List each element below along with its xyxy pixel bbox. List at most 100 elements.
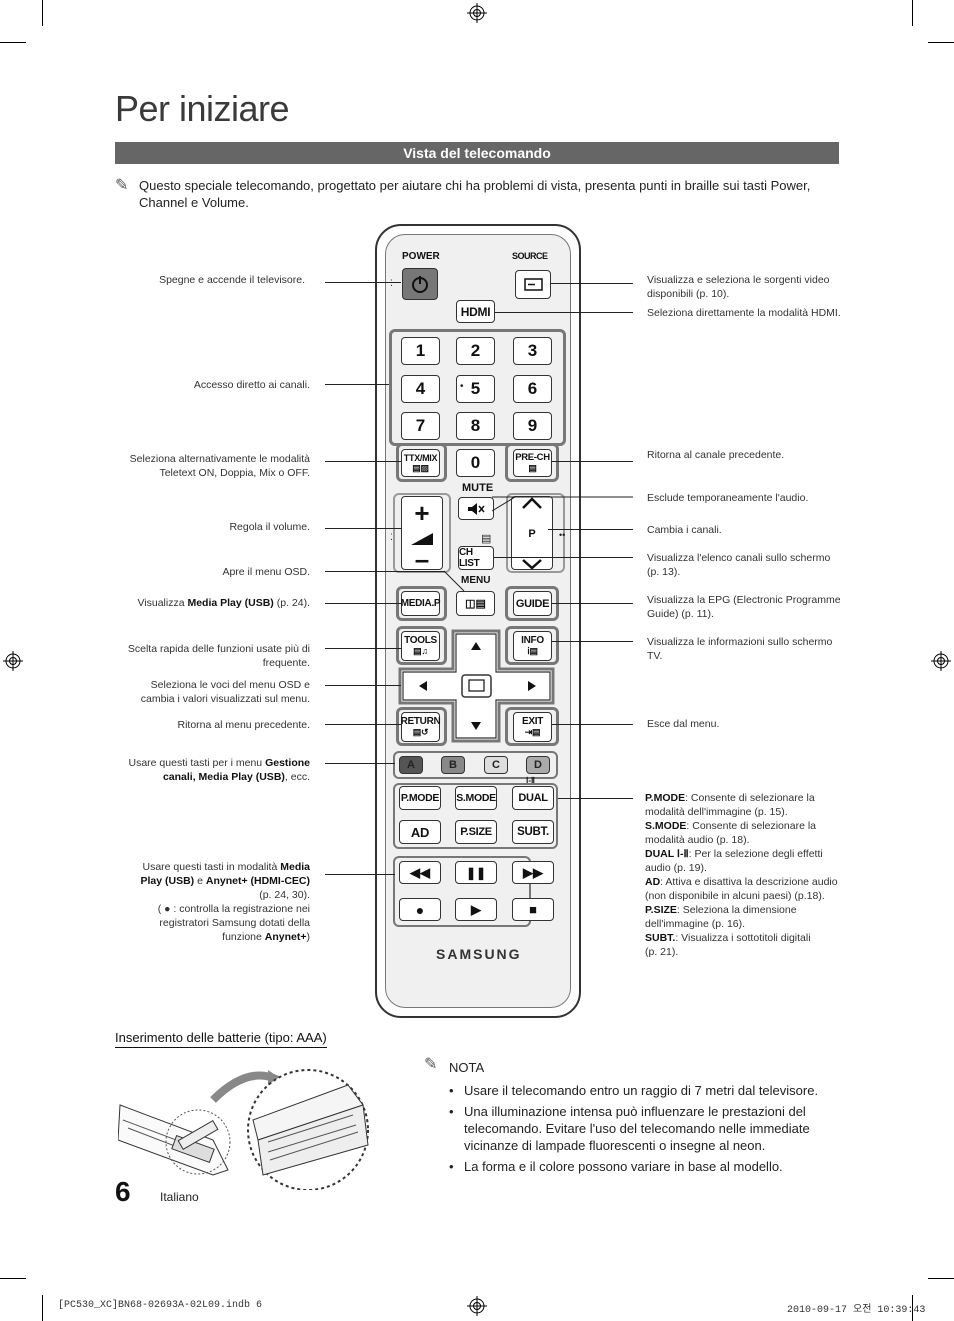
crop-mark bbox=[0, 1278, 26, 1279]
color-c-button[interactable]: C bbox=[484, 756, 508, 774]
label-function-keys: P.MODE: Consente di selezionare la modal… bbox=[645, 792, 838, 958]
exit-button[interactable]: EXIT⇥▤ bbox=[513, 712, 552, 742]
nav-enter-button[interactable] bbox=[462, 675, 492, 697]
pre-ch-button[interactable]: PRE-CH▤ bbox=[513, 449, 552, 477]
rewind-button[interactable]: ◀◀ bbox=[399, 861, 441, 884]
channel-down-icon[interactable] bbox=[521, 559, 543, 569]
callout-line bbox=[325, 384, 389, 385]
digit-8-button[interactable]: 8 bbox=[456, 412, 495, 440]
return-button[interactable]: RETURN▤↺ bbox=[401, 712, 441, 742]
volume-down-icon[interactable]: – bbox=[414, 544, 430, 575]
digit-7-button[interactable]: 7 bbox=[401, 412, 440, 440]
callout-line bbox=[552, 641, 633, 642]
digit-5-button[interactable]: 5 bbox=[456, 375, 495, 403]
callout-line bbox=[325, 571, 445, 572]
ttx-icon: ▤▨ bbox=[412, 462, 429, 473]
callout-line bbox=[552, 603, 633, 604]
intro-note: Questo speciale telecomando, progettato … bbox=[139, 178, 811, 210]
volume-rocker[interactable]: + – bbox=[401, 496, 443, 575]
label-source: Visualizza e seleziona le sorgenti video… bbox=[647, 274, 830, 300]
hdmi-button[interactable]: HDMI bbox=[456, 300, 495, 323]
prech-frame bbox=[505, 443, 559, 482]
registration-mark-icon bbox=[467, 3, 487, 23]
digit-4-button[interactable]: 4 bbox=[401, 375, 440, 403]
crop-mark bbox=[42, 1295, 43, 1321]
ttx-frame bbox=[396, 443, 447, 482]
list-item: Una illuminazione intensa può influenzar… bbox=[449, 1103, 829, 1154]
menu-icon: ◫▤ bbox=[465, 598, 486, 610]
brand-logo: SAMSUNG bbox=[436, 946, 522, 962]
pause-button[interactable]: ❚❚ bbox=[455, 861, 497, 884]
ttx-mix-button[interactable]: TTX/MIX▤▨ bbox=[401, 449, 440, 477]
digit-3-button[interactable]: 3 bbox=[513, 337, 552, 365]
digit-1-button[interactable]: 1 bbox=[401, 337, 440, 365]
page-title: Per iniziare bbox=[115, 88, 290, 129]
media-p-button[interactable]: MEDIA.P bbox=[401, 591, 441, 616]
subt-button[interactable]: SUBT. bbox=[512, 820, 554, 844]
ad-button[interactable]: AD bbox=[399, 820, 441, 844]
prech-icon: ▤ bbox=[528, 463, 537, 473]
nav-right-icon[interactable] bbox=[528, 681, 538, 691]
crop-mark bbox=[912, 1295, 913, 1321]
callout-line bbox=[325, 685, 401, 686]
power-button[interactable] bbox=[402, 268, 438, 300]
dual-mark: Ⅰ-Ⅱ bbox=[526, 776, 535, 785]
pencil-note-icon: ✎ bbox=[115, 177, 129, 194]
volume-up-icon[interactable]: + bbox=[414, 497, 430, 528]
color-keys-frame bbox=[393, 751, 558, 779]
page-number: 6 bbox=[115, 1176, 131, 1207]
play-button[interactable]: ▶ bbox=[455, 898, 497, 921]
label-mute: Esclude temporaneamente l'audio. bbox=[647, 492, 809, 504]
label-chlist: Visualizza l'elenco canali sullo schermo… bbox=[647, 552, 831, 578]
stop-button[interactable]: ■ bbox=[512, 898, 554, 921]
rewind-icon: ◀◀ bbox=[410, 864, 430, 880]
color-b-button[interactable]: B bbox=[441, 756, 465, 774]
fast-forward-button[interactable]: ▶▶ bbox=[512, 861, 554, 884]
source-label: SOURCE bbox=[512, 251, 548, 261]
s-mode-button[interactable]: S.MODE bbox=[455, 786, 497, 810]
record-button[interactable]: ● bbox=[399, 898, 441, 921]
exit-icon: ⇥▤ bbox=[524, 727, 541, 737]
pause-icon: ❚❚ bbox=[465, 865, 487, 880]
callout-line bbox=[325, 648, 401, 649]
color-a-button[interactable]: A bbox=[399, 756, 423, 774]
source-button[interactable] bbox=[515, 270, 551, 299]
color-d-button[interactable]: D bbox=[526, 756, 550, 774]
digit-6-button[interactable]: 6 bbox=[513, 375, 552, 403]
nav-down-icon[interactable] bbox=[472, 719, 482, 729]
label-exit: Esce dal menu. bbox=[647, 718, 720, 730]
channel-up-icon[interactable] bbox=[521, 497, 543, 509]
braille-dots: •• bbox=[559, 530, 566, 540]
p-size-button[interactable]: P.SIZE bbox=[455, 820, 497, 844]
label-hdmi: Seleziona direttamente la modalità HDMI. bbox=[647, 307, 841, 319]
digit-2-button[interactable]: 2 bbox=[456, 337, 495, 365]
label-volume: Regola il volume. bbox=[229, 521, 310, 533]
callout-line bbox=[552, 461, 633, 462]
guide-button[interactable]: GUIDE bbox=[513, 591, 552, 616]
dual-button[interactable]: DUAL bbox=[512, 786, 554, 810]
callout-line bbox=[325, 282, 401, 283]
digit-9-button[interactable]: 9 bbox=[513, 412, 552, 440]
digit-0-button[interactable]: 0 bbox=[456, 449, 495, 477]
tools-button[interactable]: TOOLS▤♫ bbox=[401, 631, 440, 661]
nav-up-icon[interactable] bbox=[472, 644, 482, 654]
mute-button[interactable] bbox=[458, 497, 494, 520]
p-mode-button[interactable]: P.MODE bbox=[399, 786, 441, 810]
callout-line bbox=[552, 724, 633, 725]
record-icon: ● bbox=[415, 901, 425, 918]
mute-icon bbox=[468, 502, 485, 515]
callout-line bbox=[325, 461, 401, 462]
navigation-pad[interactable] bbox=[398, 629, 556, 744]
callout-line bbox=[551, 283, 633, 284]
nota-heading: NOTA bbox=[449, 1060, 485, 1075]
menu-button[interactable]: ◫▤ bbox=[456, 591, 495, 616]
return-icon: ▤↺ bbox=[412, 727, 429, 737]
label-info: Visualizza le informazioni sullo schermo… bbox=[647, 636, 833, 662]
ch-list-button[interactable]: CH LIST bbox=[458, 546, 494, 570]
callout-line bbox=[491, 496, 633, 512]
label-return: Ritorna al menu precedente. bbox=[177, 719, 311, 731]
nav-left-icon[interactable] bbox=[418, 681, 428, 691]
